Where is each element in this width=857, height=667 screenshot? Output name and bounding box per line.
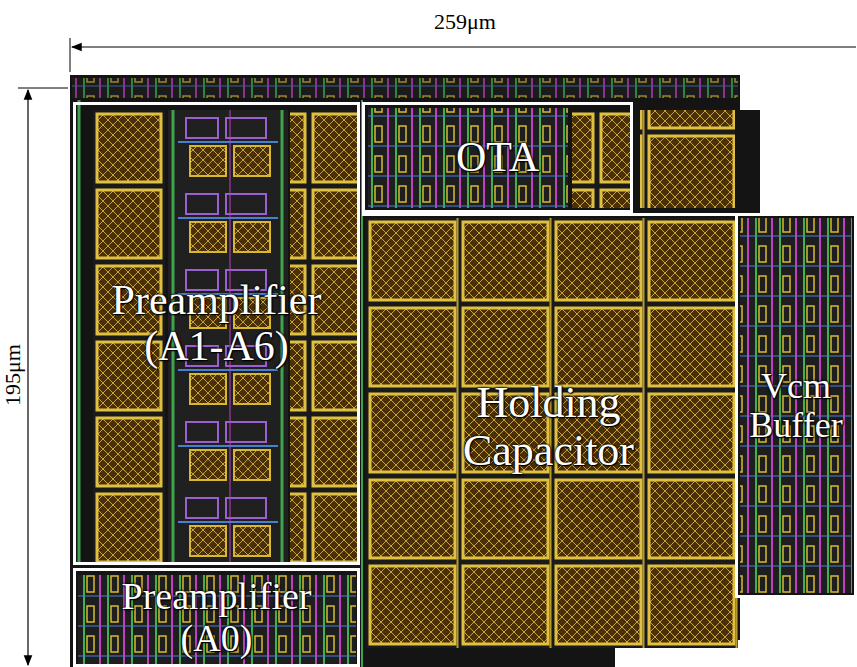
block-label: Preamplifier (A1-A6) [97, 278, 337, 369]
block-label: OTA [456, 135, 539, 180]
layout-block: OTA [362, 102, 633, 213]
ota-capacitor [572, 112, 630, 208]
capacitor-block [640, 110, 735, 208]
layout-block: Preamplifier (A1-A6) [73, 102, 360, 565]
width-dimension-line [72, 46, 856, 47]
power-rail [78, 100, 81, 565]
dimension-tick [18, 88, 68, 89]
ota-circuit [368, 108, 568, 208]
capacitor-array [615, 560, 738, 638]
layout-block: Vcm Buffer [735, 213, 857, 598]
dimension-tick [70, 38, 71, 72]
block-label: Vcm Buffer [740, 367, 852, 445]
preamp-a0-circuit [78, 575, 356, 665]
top-routing [72, 78, 738, 98]
capacitor-array [366, 218, 738, 648]
dimension-label: 259μm [434, 9, 496, 35]
block-label: Preamplifier (A0) [97, 576, 337, 658]
dimension-label: 195μm [0, 344, 26, 406]
vcm-buffer-circuit [740, 218, 852, 593]
height-dimension-line [27, 90, 28, 665]
block-label: Holding Capacitor [439, 379, 659, 474]
layout-block: Preamplifier (A0) [73, 568, 360, 667]
layout-block: Holding Capacitor [362, 213, 735, 667]
chip-die [70, 75, 857, 667]
preamp-capacitor-column [290, 110, 358, 564]
